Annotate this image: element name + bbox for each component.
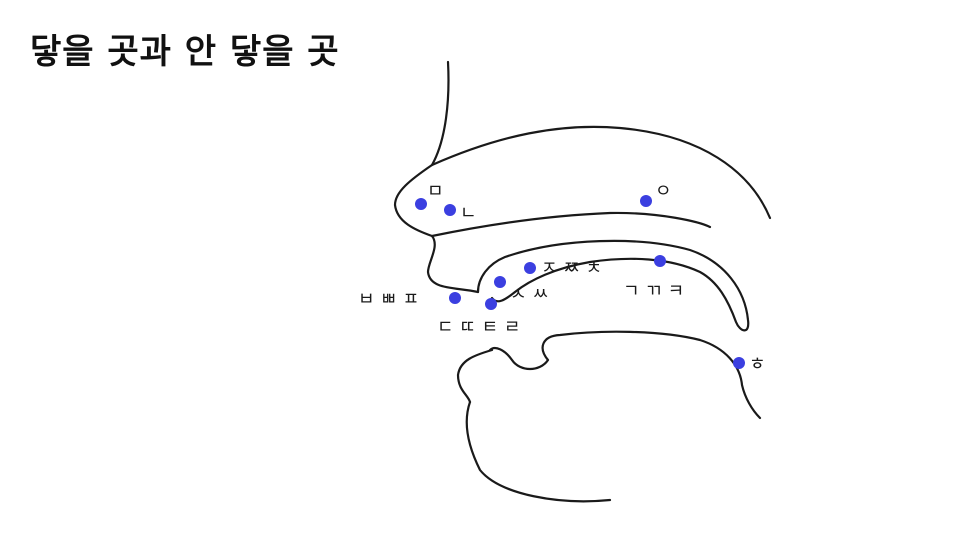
label-n: ㄴ — [460, 203, 477, 224]
lower-teeth — [488, 330, 762, 420]
label-s: ㅅ ㅆ — [510, 284, 549, 305]
nasal-cavity-top — [430, 125, 772, 220]
label-d: ㄷ ㄸ ㅌ ㄹ — [437, 317, 520, 338]
place-dot-j — [524, 262, 536, 274]
lower-lip — [456, 348, 494, 404]
place-dot-h — [733, 357, 745, 369]
label-j: ㅈ ㅉ ㅊ — [541, 258, 602, 279]
label-g: ㄱ ㄲ ㅋ — [623, 281, 684, 302]
label-h: ㅎ — [749, 354, 766, 375]
label-ng: ㅇ — [655, 181, 672, 202]
place-dot-d — [485, 298, 497, 310]
nose-outline — [393, 60, 480, 294]
place-dot-ng — [640, 195, 652, 207]
hard-palate — [430, 211, 712, 238]
upper-teeth-palate — [476, 239, 750, 332]
place-dot-m — [415, 198, 427, 210]
chin-outline — [465, 400, 612, 503]
place-dot-n — [444, 204, 456, 216]
label-b: ㅂ ㅃ ㅍ — [358, 289, 419, 310]
page-title: 닿을 곳과 안 닿을 곳 — [30, 32, 340, 72]
place-dot-s — [494, 276, 506, 288]
place-dot-g — [654, 255, 666, 267]
label-m: ㅁ — [427, 181, 444, 202]
place-dot-b — [449, 292, 461, 304]
